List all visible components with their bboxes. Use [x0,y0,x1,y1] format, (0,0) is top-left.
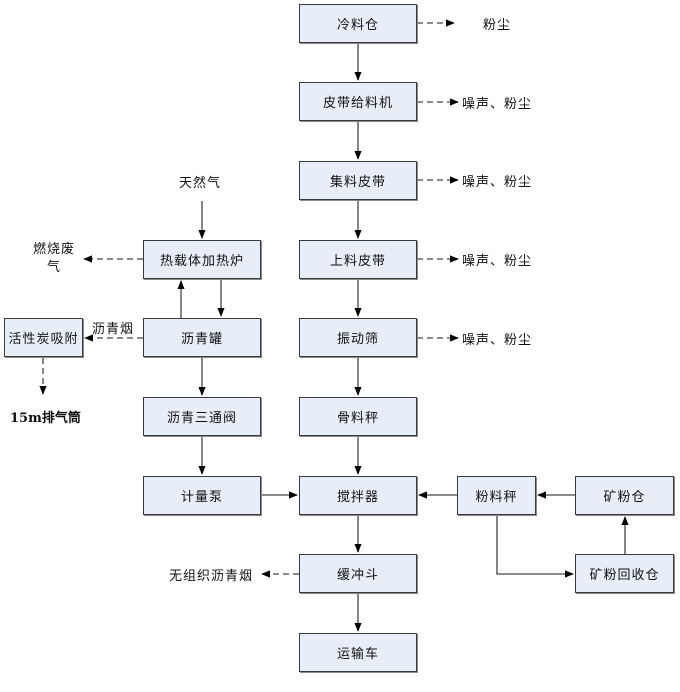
node-activated-carbon: 活性炭吸附 [4,318,83,357]
node-buffer-hopper: 缓冲斗 [299,554,417,593]
node-mineral-powder-bin: 矿粉仓 [575,476,674,515]
node-asphalt-tank: 沥青罐 [143,318,261,357]
node-mixer: 搅拌器 [299,476,417,515]
label-stack: 15m排气筒 [10,411,81,426]
node-powder-scale: 粉料秤 [457,476,536,515]
node-powder-recovery-bin: 矿粉回收仓 [575,554,674,593]
node-vibrating-screen: 振动筛 [299,318,417,357]
label-combustion-exhaust: 燃烧废气 [32,242,75,275]
label-noise-dust-2: 噪声、粉尘 [462,175,533,190]
node-loading-belt: 上料皮带 [299,240,417,279]
label-noise-dust-3: 噪声、粉尘 [462,254,533,269]
label-noise-dust-1: 噪声、粉尘 [462,97,533,112]
label-asphalt-fume: 沥青烟 [92,322,135,337]
node-belt-feeder: 皮带给料机 [299,82,417,121]
node-asphalt-three-way-valve: 沥青三通阀 [143,397,261,436]
label-fugitive-fume: 无组织沥青烟 [169,569,254,584]
node-heat-carrier-furnace: 热载体加热炉 [143,240,261,279]
node-metering-pump: 计量泵 [143,476,261,515]
label-natural-gas: 天然气 [179,176,222,191]
node-cold-bin: 冷料仓 [299,4,417,43]
node-transport-truck: 运输车 [299,633,417,672]
node-collect-belt: 集料皮带 [299,161,417,200]
node-aggregate-scale: 骨料秤 [299,397,417,436]
label-dust: 粉尘 [483,18,512,33]
edge-powderscale-recovery [496,515,574,578]
label-noise-dust-4: 噪声、粉尘 [462,333,533,348]
